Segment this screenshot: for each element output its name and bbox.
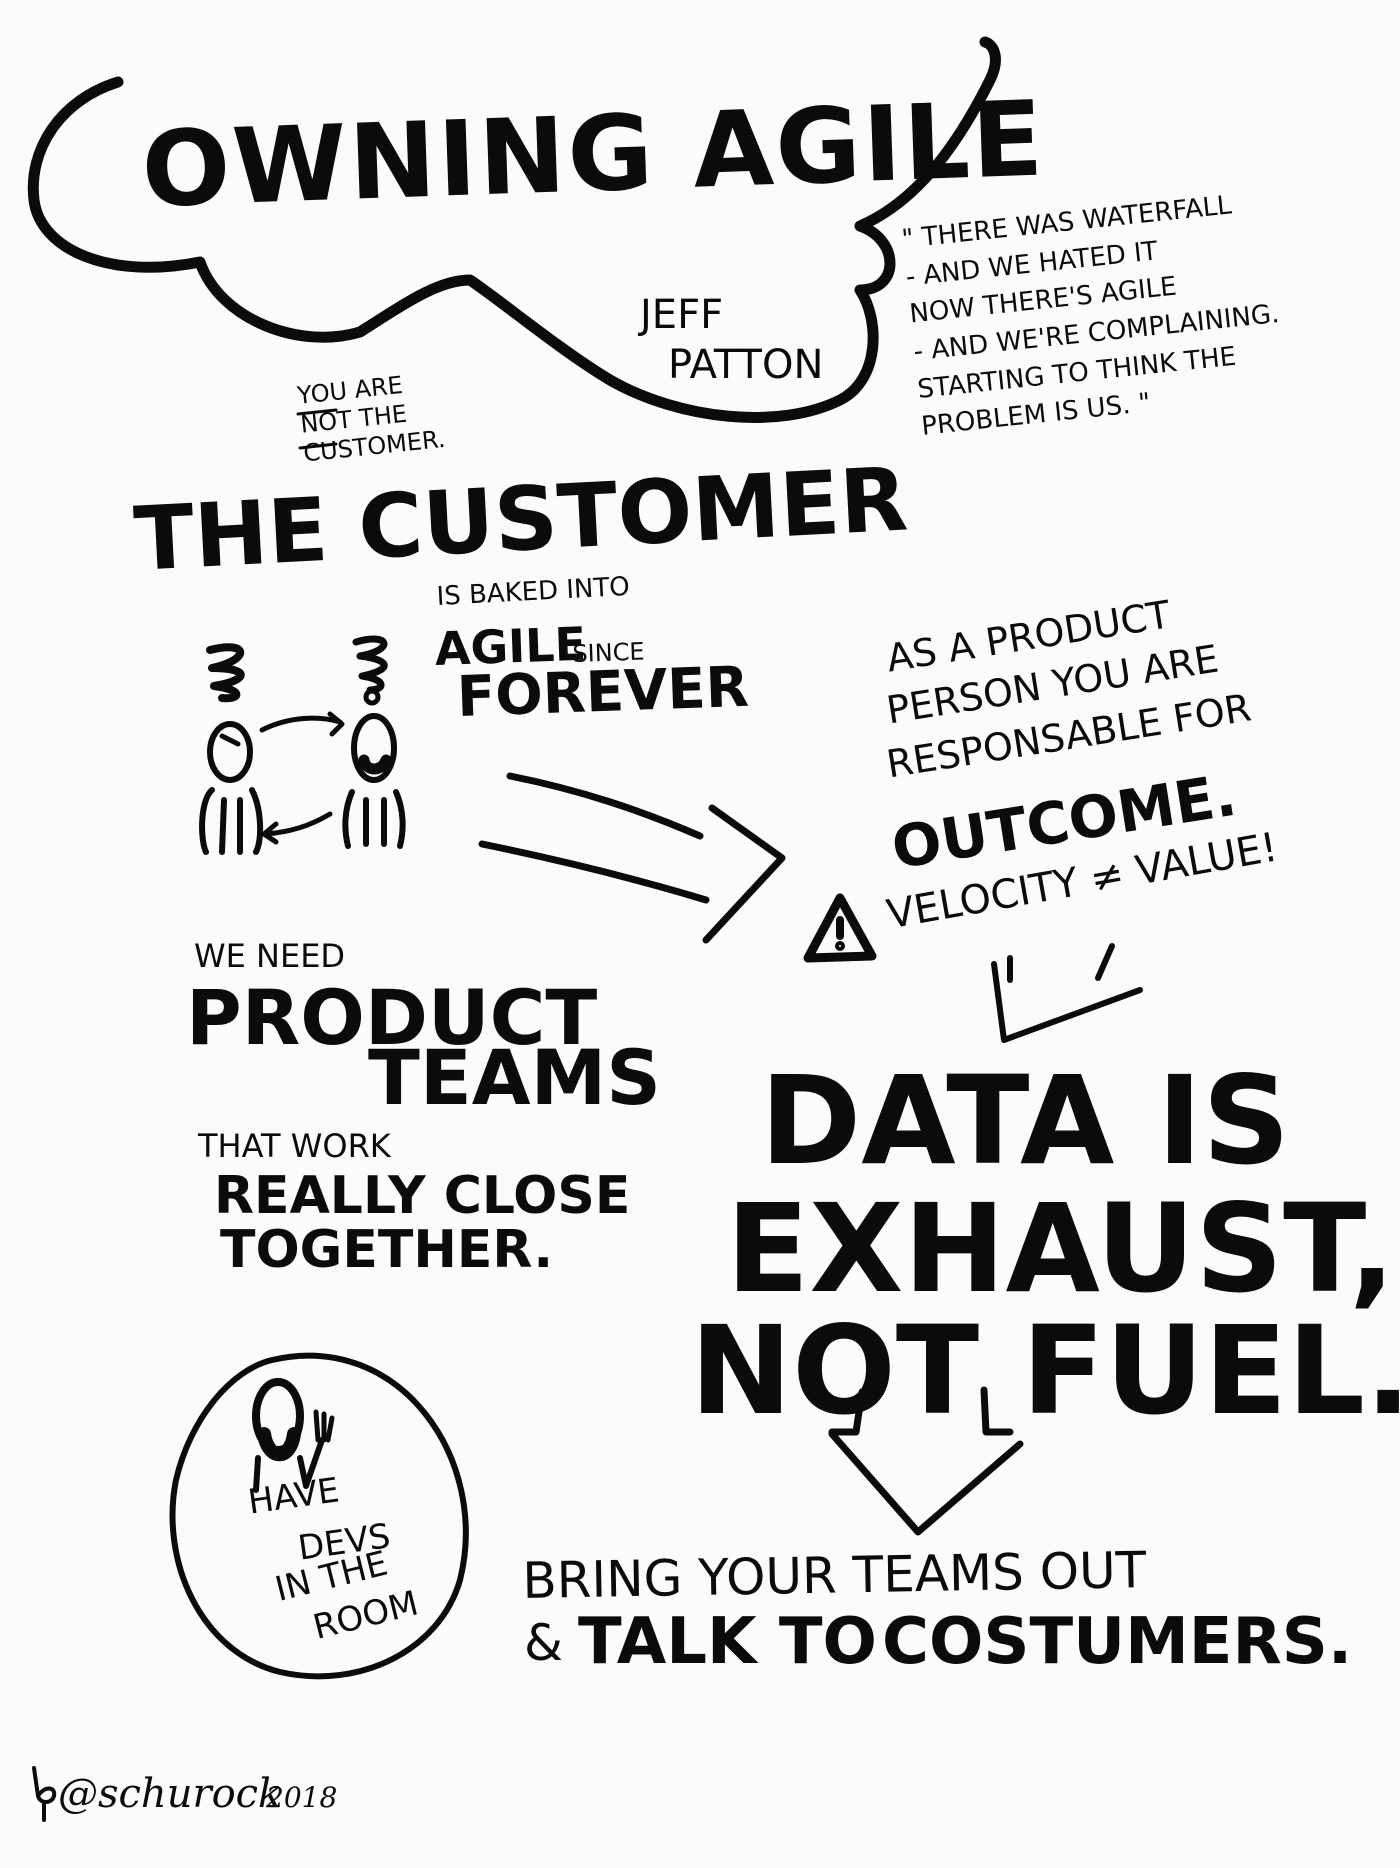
data-line-1: Data is xyxy=(760,1050,1291,1192)
teams-close-text: really close xyxy=(214,1166,631,1226)
exchange-arrows-icon xyxy=(259,711,345,845)
bring-teams-talk-to: talk to xyxy=(578,1605,877,1679)
bring-teams-ampersand: & xyxy=(524,1614,563,1672)
author-name: Jeff Patton xyxy=(600,290,823,390)
teams-need-text: We need xyxy=(194,937,346,975)
down-arrow-icon-1 xyxy=(991,943,1143,1043)
bring-teams-costumers: costumers. xyxy=(882,1605,1353,1679)
teams-product-text: Product xyxy=(186,973,598,1062)
quote-block: " There was waterfall - and we hated it … xyxy=(900,184,1289,447)
customer-forever-text: forever xyxy=(455,654,750,730)
cloud-outline xyxy=(27,36,1001,423)
warning-icon xyxy=(803,893,877,963)
bearded-person-icon xyxy=(342,635,406,849)
author-first: Jeff xyxy=(640,292,724,338)
big-right-arrow-icon xyxy=(478,772,786,944)
person-icon xyxy=(199,643,264,855)
signature-mark-icon xyxy=(32,1766,57,1822)
down-arrow-icon-2 xyxy=(828,1386,1024,1536)
page-title: Owning Agile xyxy=(139,77,1047,231)
circle-outline xyxy=(169,1352,469,1680)
author-last: Patton xyxy=(668,342,824,388)
teams-teams-text: Teams xyxy=(368,1033,661,1122)
data-line-3: not fuel. xyxy=(690,1300,1400,1442)
teams-work-text: that work xyxy=(198,1127,391,1165)
data-line-2: exhaust, xyxy=(726,1178,1396,1320)
underline-not xyxy=(298,442,338,450)
bring-teams-line-1: Bring your teams out xyxy=(521,1541,1147,1610)
not-customer-note: You are not the customer. xyxy=(296,367,447,468)
underline-you xyxy=(296,408,338,416)
teams-together-text: together. xyxy=(220,1220,554,1280)
signature-year: 2018 xyxy=(266,1781,338,1814)
dev-figure-icon xyxy=(252,1378,335,1493)
signature-handle: @schurock xyxy=(58,1771,283,1817)
